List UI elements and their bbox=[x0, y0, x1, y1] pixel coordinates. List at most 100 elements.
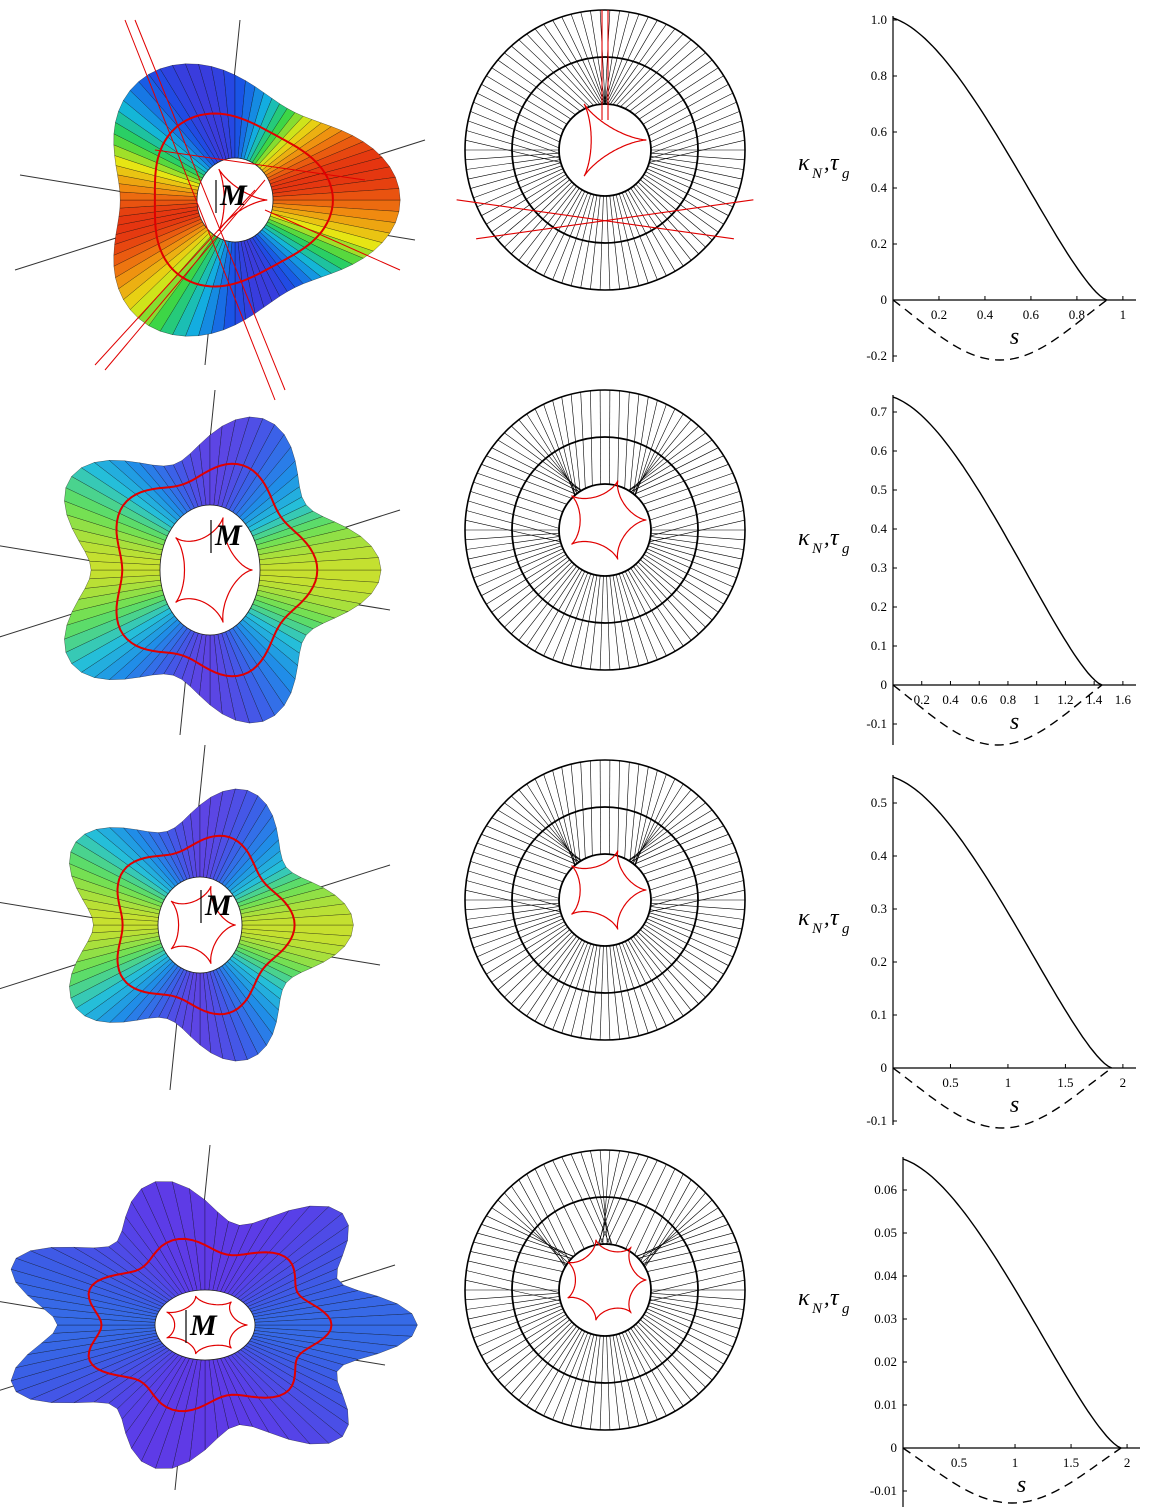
ruling-line bbox=[465, 139, 561, 163]
kappa-symbol: κ bbox=[798, 525, 810, 551]
red-ray bbox=[104, 179, 266, 371]
ruling-line bbox=[633, 396, 649, 494]
y-tick-label: 0 bbox=[881, 1060, 888, 1075]
y-tick-label: 0.03 bbox=[874, 1311, 897, 1326]
x-tick-label: 0.8 bbox=[1000, 692, 1016, 707]
red-cusp-curve bbox=[583, 103, 647, 177]
ruling-line bbox=[486, 455, 577, 495]
y-tick-label: 0 bbox=[881, 292, 888, 307]
disk-diagram bbox=[464, 389, 746, 671]
ruling-line bbox=[561, 396, 577, 494]
inner-hole bbox=[559, 104, 651, 196]
x-tick-label: 0.2 bbox=[914, 692, 930, 707]
ruling-line bbox=[491, 817, 580, 863]
tau-subscript: g bbox=[842, 921, 850, 937]
y-tick-label: 1.0 bbox=[871, 12, 887, 27]
y-tick-label: -0.1 bbox=[866, 716, 887, 731]
red-midline-curve bbox=[116, 834, 296, 1016]
red-ray bbox=[124, 19, 276, 401]
red-midline-curve bbox=[87, 1237, 333, 1413]
surface-mesh bbox=[64, 416, 382, 724]
red-cusp-curve bbox=[571, 480, 647, 560]
y-tick-label: 0.4 bbox=[871, 180, 888, 195]
point-label-m: M bbox=[204, 889, 233, 922]
inner-hole bbox=[559, 854, 651, 946]
y-tick-label: 0.1 bbox=[871, 638, 887, 653]
label-comma: , bbox=[824, 150, 830, 175]
red-ray bbox=[154, 149, 366, 181]
y-tick-label: 0 bbox=[891, 1440, 898, 1455]
surface-hole bbox=[159, 504, 261, 636]
ruling-line bbox=[600, 1154, 640, 1245]
disk-panel-2 bbox=[450, 385, 770, 755]
ruling-line bbox=[649, 139, 745, 163]
ruling-line bbox=[634, 400, 658, 496]
y-tick-label: 0.3 bbox=[871, 560, 887, 575]
y-tick-label: 0.06 bbox=[874, 1182, 897, 1197]
x-axis-label: s bbox=[1010, 324, 1019, 350]
y-tick-label: -0.01 bbox=[870, 1483, 897, 1498]
x-tick-label: 2 bbox=[1120, 1075, 1127, 1090]
ruling-line bbox=[629, 764, 640, 862]
x-tick-label: 0.2 bbox=[931, 307, 947, 322]
y-tick-label: 0.5 bbox=[871, 795, 887, 810]
red-cusp-curve bbox=[571, 850, 647, 930]
x-tick-label: 1 bbox=[1012, 1455, 1019, 1470]
point-label-m: M bbox=[189, 1309, 218, 1342]
y-tick-label: 0.05 bbox=[874, 1225, 897, 1240]
ruling-line bbox=[630, 447, 719, 493]
ring-circle bbox=[464, 9, 746, 291]
x-tick-label: 1.6 bbox=[1115, 692, 1132, 707]
x-tick-label: 1 bbox=[1033, 692, 1040, 707]
ring-circle bbox=[511, 1196, 699, 1384]
y-tick-label: 0.2 bbox=[871, 599, 887, 614]
red-tangent-line bbox=[456, 199, 734, 240]
tau-symbol: τ bbox=[830, 1285, 840, 1311]
label-comma: , bbox=[824, 905, 830, 930]
ring-circle bbox=[511, 436, 699, 624]
kappa-subscript: N bbox=[811, 921, 823, 937]
x-tick-label: 1.5 bbox=[1057, 1075, 1073, 1090]
inner-hole bbox=[559, 1244, 651, 1336]
tau-symbol: τ bbox=[830, 150, 840, 176]
ruling-line bbox=[570, 764, 581, 862]
x-tick-label: 1.4 bbox=[1086, 692, 1103, 707]
ruling-line bbox=[543, 24, 601, 105]
ruling-line bbox=[486, 825, 577, 865]
ruling-line bbox=[628, 809, 713, 861]
ruling-line bbox=[628, 439, 713, 491]
surface-mesh bbox=[69, 788, 354, 1062]
disk-diagram bbox=[464, 1149, 746, 1431]
y-tick-label: 0.2 bbox=[871, 954, 887, 969]
ruling-line bbox=[526, 33, 594, 106]
y-tick-label: 0.6 bbox=[871, 124, 888, 139]
series-kappa-n bbox=[892, 776, 1113, 1069]
tau-symbol: τ bbox=[830, 525, 840, 551]
red-cusp-curve bbox=[170, 886, 236, 964]
ring-circle bbox=[464, 389, 746, 671]
disk-diagram bbox=[464, 759, 746, 1041]
x-tick-label: 1 bbox=[1120, 307, 1127, 322]
surface-panel-2: M bbox=[0, 385, 440, 755]
ruling-line bbox=[552, 770, 576, 866]
series-tau-g bbox=[892, 1067, 1113, 1129]
tau-subscript: g bbox=[842, 1301, 850, 1317]
series-tau-g bbox=[902, 1447, 1122, 1504]
surface-hole bbox=[157, 876, 243, 974]
ring-circle bbox=[558, 103, 652, 197]
ring-circle bbox=[558, 483, 652, 577]
disk-panel-3 bbox=[450, 759, 770, 1135]
ruling-line bbox=[612, 28, 676, 105]
ruling-line bbox=[629, 394, 640, 492]
red-cusp-curve bbox=[218, 168, 268, 232]
